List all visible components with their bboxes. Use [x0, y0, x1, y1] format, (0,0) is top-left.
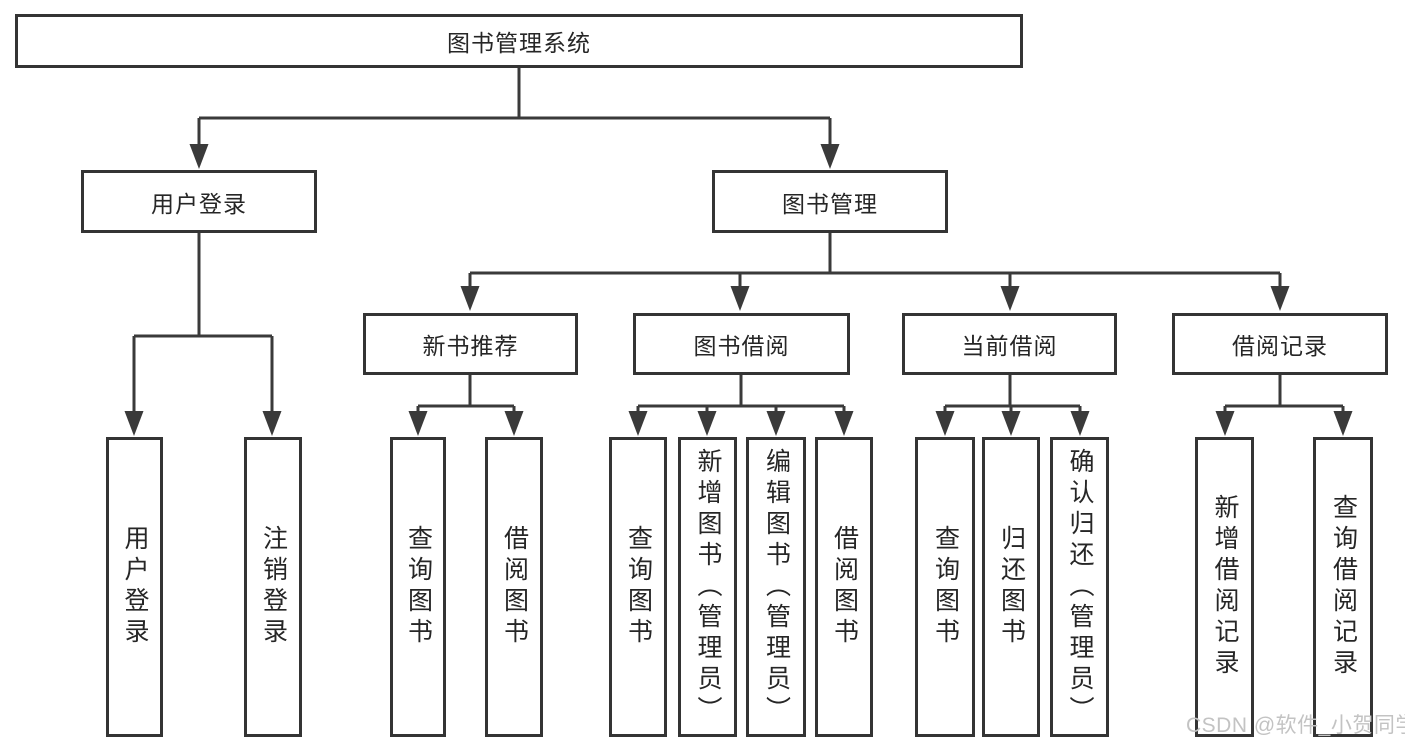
- branch-borrow-records-connector: [1215, 375, 1353, 436]
- leaf-label: 查询借阅记录: [1329, 494, 1358, 680]
- leaf-borrow-books: 借阅图书: [815, 437, 873, 737]
- leaf-label: 新增借阅记录: [1211, 494, 1239, 680]
- leaf-return-books: 归还图书: [982, 437, 1040, 737]
- leaf-query-books: 查询图书: [915, 437, 975, 737]
- node-book-borrow: 图书借阅: [633, 313, 850, 375]
- leaf-query-books: 查询图书: [390, 437, 446, 737]
- leaf-label: 查询图书: [931, 525, 960, 649]
- leaf-add-book-admin: 新增图书（管理员）: [678, 437, 737, 737]
- branch-book-management-connector: [460, 233, 1290, 311]
- branch-new-book-recommend-connector: [408, 375, 524, 436]
- leaf-query-borrow-record: 查询借阅记录: [1313, 437, 1373, 737]
- node-user-login: 用户登录: [81, 170, 317, 233]
- leaf-label: 借阅图书: [500, 525, 529, 649]
- leaf-label: 用户登录: [121, 525, 149, 649]
- leaf-logout: 注销登录: [244, 437, 302, 737]
- leaf-edit-book-admin: 编辑图书（管理员）: [746, 437, 806, 737]
- leaf-label: 编辑图书（管理员）: [762, 447, 791, 727]
- node-current-borrow: 当前借阅: [902, 313, 1117, 375]
- leaf-label: 归还图书: [997, 525, 1026, 649]
- leaf-user-login: 用户登录: [106, 437, 163, 737]
- leaf-label: 查询图书: [624, 525, 653, 649]
- node-new-book-recommend: 新书推荐: [363, 313, 578, 375]
- node-library-management-system: 图书管理系统: [15, 14, 1023, 68]
- leaf-label: 确认归还（管理员）: [1066, 447, 1094, 727]
- branch-current-borrow-connector: [935, 375, 1090, 436]
- leaf-borrow-books: 借阅图书: [485, 437, 543, 737]
- node-borrow-records: 借阅记录: [1172, 313, 1388, 375]
- leaf-label: 查询图书: [404, 525, 433, 649]
- leaf-label: 新增图书（管理员）: [694, 447, 722, 727]
- leaf-query-books: 查询图书: [609, 437, 667, 737]
- branch-user-login-connector: [124, 233, 282, 436]
- branch-root-connector: [189, 68, 840, 169]
- leaf-label: 注销登录: [259, 525, 288, 649]
- leaf-add-borrow-record: 新增借阅记录: [1195, 437, 1254, 737]
- node-book-management: 图书管理: [712, 170, 948, 233]
- leaf-label: 借阅图书: [830, 525, 859, 649]
- leaf-confirm-return-admin: 确认归还（管理员）: [1050, 437, 1109, 737]
- csdn-watermark: CSDN @软件_小贺同学: [1186, 714, 1405, 737]
- branch-book-borrow-connector: [628, 375, 854, 436]
